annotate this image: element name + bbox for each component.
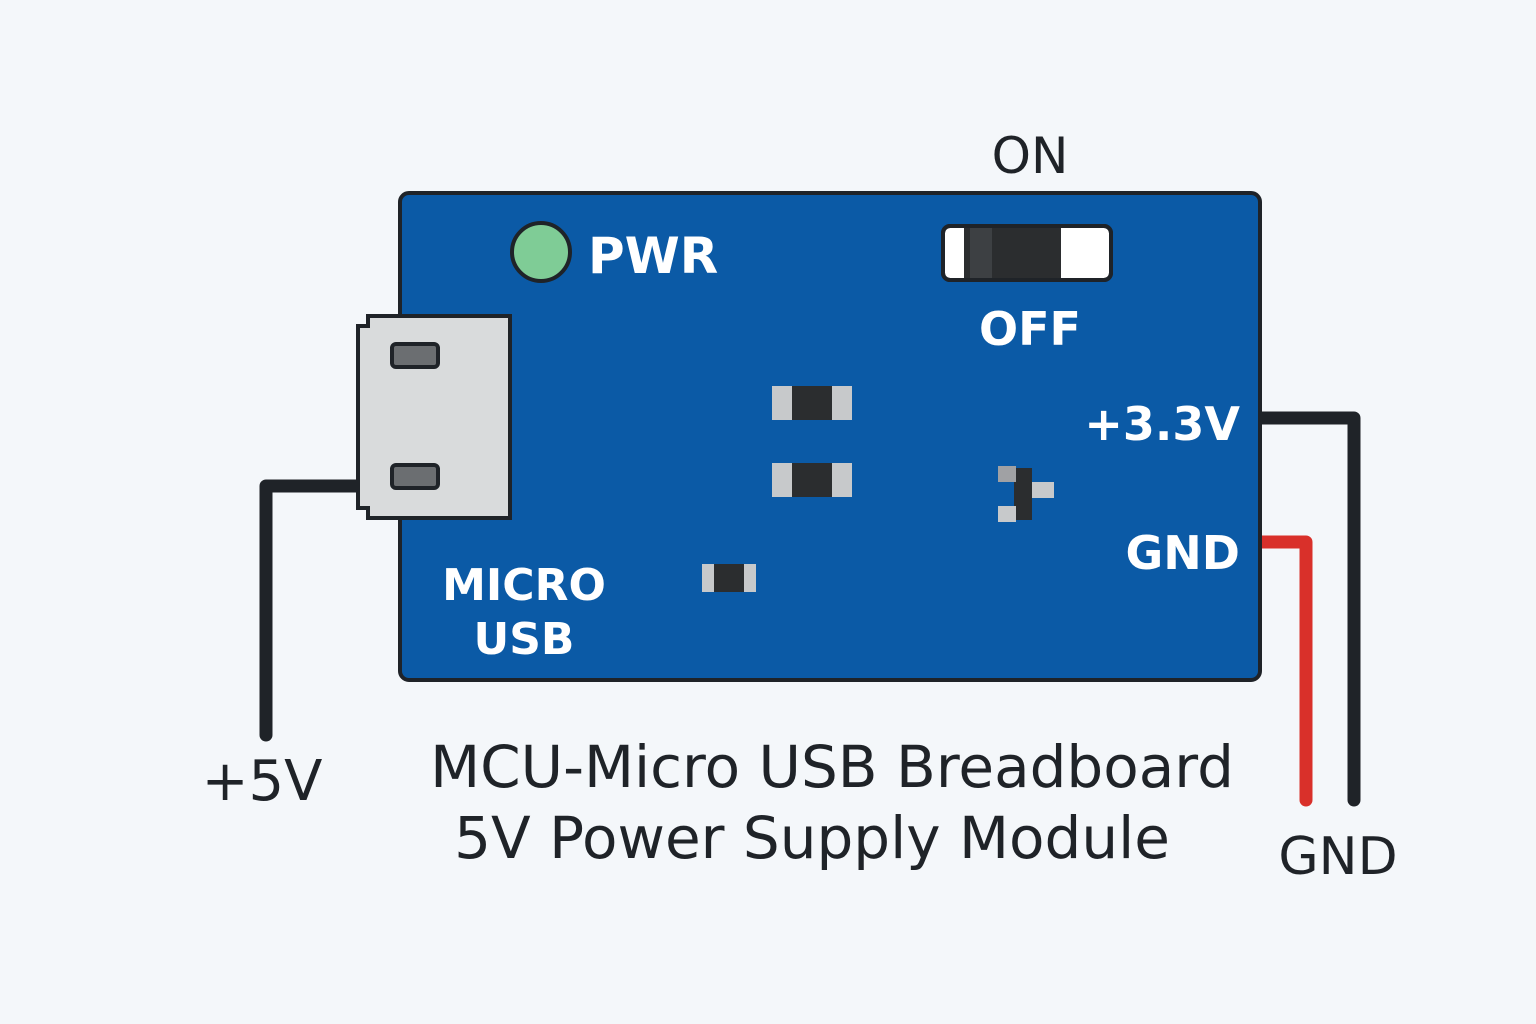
wire-gnd — [1253, 535, 1313, 807]
smd-transistor — [998, 466, 1054, 522]
title-line1: MCU-Micro USB Breadboard — [430, 733, 1234, 801]
micro-usb-connector[interactable] — [356, 314, 512, 520]
wire-gnd-label: GND — [1278, 827, 1397, 887]
wire-5v-label: +5V — [202, 749, 323, 814]
smd-resistor-2 — [772, 463, 852, 497]
title-line2: 5V Power Supply Module — [454, 804, 1170, 872]
pwr-led-icon — [510, 221, 572, 283]
usb-pin-bottom — [390, 463, 440, 490]
output-3v3-label: +3.3V — [1084, 397, 1240, 451]
usb-pin-top — [390, 342, 440, 369]
micro-usb-label-line1: MICRO — [442, 560, 606, 611]
smd-resistor-3 — [702, 564, 756, 592]
pwr-label: PWR — [588, 227, 718, 285]
switch-off-label: OFF — [979, 302, 1081, 356]
switch-on-label: ON — [992, 127, 1069, 185]
wire-3v3 — [1253, 411, 1361, 807]
output-gnd-label: GND — [1126, 526, 1240, 580]
wire-5v — [259, 479, 369, 742]
smd-resistor-1 — [772, 386, 852, 420]
power-switch[interactable] — [941, 224, 1113, 282]
micro-usb-label-line2: USB — [474, 614, 575, 665]
